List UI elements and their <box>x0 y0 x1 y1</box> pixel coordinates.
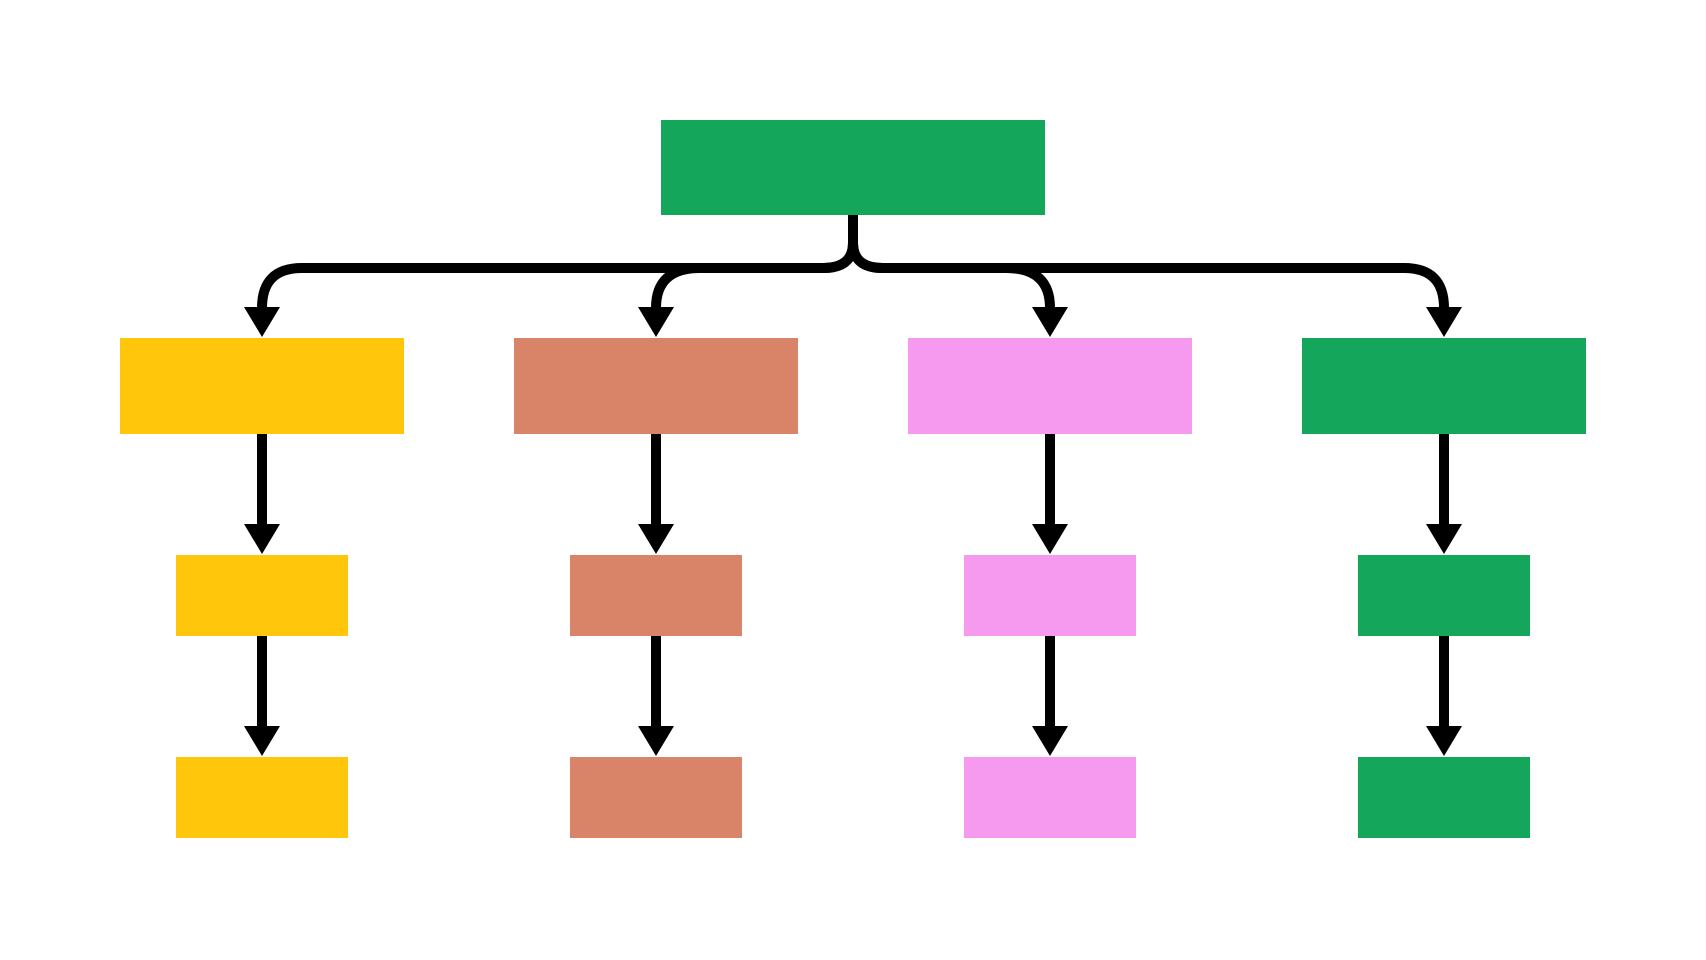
node-col1-level3 <box>176 555 348 636</box>
edge-root-to-col3 <box>848 215 1055 309</box>
node-col1-level2 <box>120 338 404 434</box>
node-col4-level2 <box>1302 338 1586 434</box>
arrowhead-icon-col4-l3-to-l4 <box>1426 726 1462 756</box>
arrowhead-icon-root-to-col3 <box>1032 307 1068 337</box>
edge-root-to-col4 <box>848 215 1449 309</box>
arrowhead-icon-root-to-col2 <box>638 307 674 337</box>
arrowhead-icon-col3-l2-to-l3 <box>1032 524 1068 554</box>
arrowhead-icon-col1-l3-to-l4 <box>244 726 280 756</box>
arrowhead-icon-col3-l3-to-l4 <box>1032 726 1068 756</box>
node-col2-level3 <box>570 555 742 636</box>
arrowhead-icon-col2-l2-to-l3 <box>638 524 674 554</box>
arrowhead-icon-root-to-col1 <box>244 307 280 337</box>
arrowhead-icon-root-to-col4 <box>1426 307 1462 337</box>
node-col2-level4 <box>570 757 742 838</box>
arrowhead-icon-col2-l3-to-l4 <box>638 726 674 756</box>
node-col3-level3 <box>964 555 1136 636</box>
node-col3-level4 <box>964 757 1136 838</box>
node-col4-level4 <box>1358 757 1530 838</box>
edge-root-to-col2 <box>651 215 858 309</box>
arrowhead-icon-col1-l2-to-l3 <box>244 524 280 554</box>
node-col1-level4 <box>176 757 348 838</box>
node-root <box>661 120 1045 215</box>
node-col2-level2 <box>514 338 798 434</box>
arrowhead-icon-col4-l2-to-l3 <box>1426 524 1462 554</box>
node-col4-level3 <box>1358 555 1530 636</box>
edge-root-to-col1 <box>257 215 858 309</box>
node-col3-level2 <box>908 338 1192 434</box>
